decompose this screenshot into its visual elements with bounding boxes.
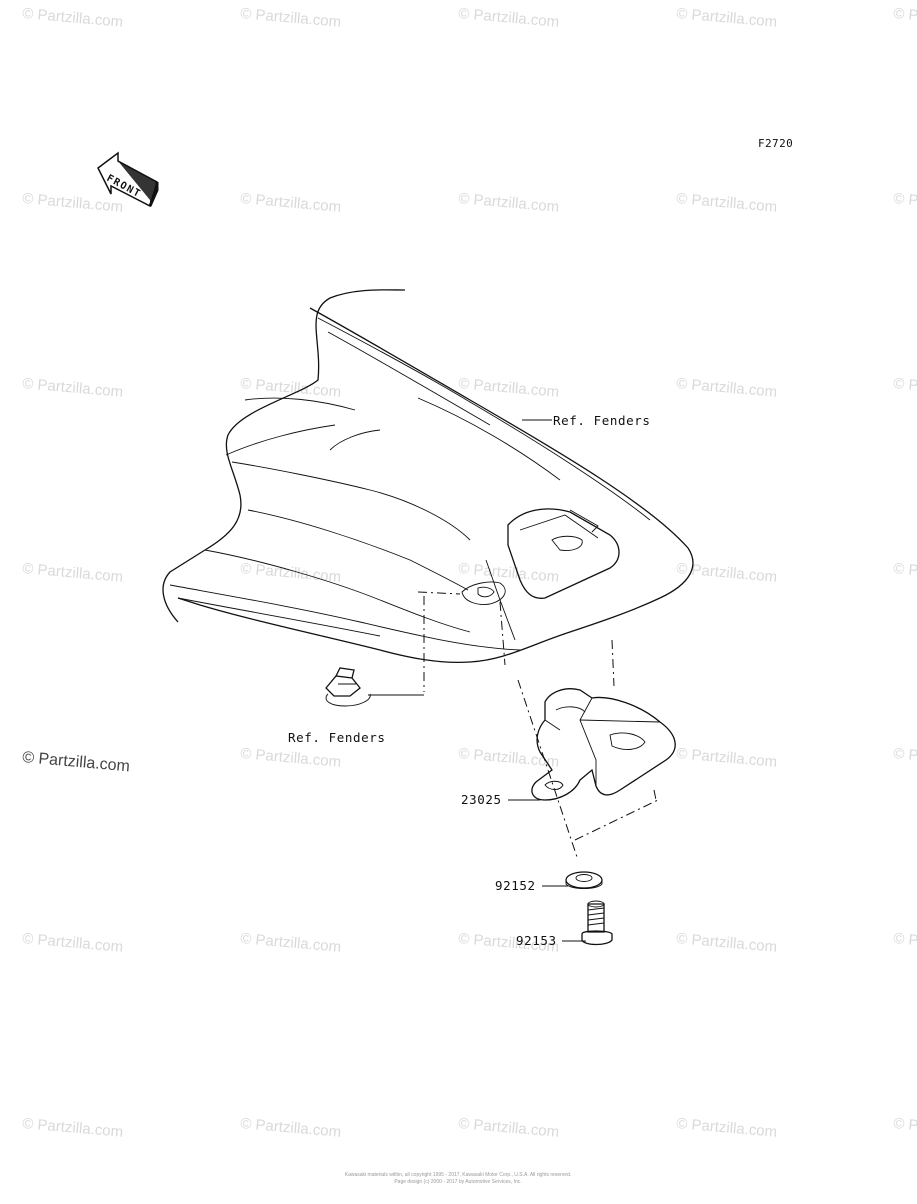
- partzilla-watermark: © Partzilla.com: [893, 190, 917, 216]
- partzilla-watermark: © Partzilla.com: [22, 560, 124, 586]
- partzilla-watermark: © Partzilla.com: [893, 1115, 917, 1141]
- callout-ref-fenders-left: Ref. Fenders: [288, 730, 386, 745]
- callout-part-92153: 92153: [516, 933, 557, 948]
- watermark-layer: © Partzilla.com © Partzilla.com © Partzill…: [22, 5, 917, 1141]
- partzilla-watermark: © Partzilla.com: [22, 190, 124, 216]
- license-lamp-part: [531, 688, 676, 801]
- partzilla-watermark: © Partzilla.com: [893, 375, 917, 401]
- partzilla-watermark: © Partzilla.com: [676, 375, 778, 401]
- assembly-lines: [368, 591, 659, 861]
- partzilla-watermark: © Partzilla.com: [893, 560, 917, 586]
- callout-part-23025: 23025: [461, 792, 502, 807]
- partzilla-watermark: © Partzilla.com: [458, 1115, 560, 1141]
- partzilla-watermark: © Partzilla.com: [676, 5, 778, 31]
- partzilla-watermark: © Partzilla.com: [676, 190, 778, 216]
- partzilla-watermark: © Partzilla.com: [240, 190, 342, 216]
- rear-fender-illustration: [162, 289, 694, 664]
- partzilla-watermark-main: © Partzilla.com: [22, 749, 131, 775]
- partzilla-watermark: © Partzilla.com: [458, 375, 560, 401]
- partzilla-watermark: © Partzilla.com: [22, 1115, 124, 1141]
- partzilla-watermark: © Partzilla.com: [893, 745, 917, 771]
- callout-ref-fenders-top: Ref. Fenders: [553, 413, 651, 428]
- footer-page-design: Page design (c) 2000 - 2017 by Automotiv…: [394, 1179, 521, 1185]
- screw-part: [581, 900, 613, 946]
- callout-part-92152: 92152: [495, 878, 536, 893]
- partzilla-watermark: © Partzilla.com: [458, 560, 560, 586]
- partzilla-watermark: © Partzilla.com: [240, 1115, 342, 1141]
- partzilla-watermark: © Partzilla.com: [240, 375, 342, 401]
- partzilla-watermark: © Partzilla.com: [893, 930, 917, 956]
- partzilla-watermark: © Partzilla.com: [22, 375, 124, 401]
- figure-code: F2720: [758, 137, 793, 150]
- washer-part: [565, 871, 603, 889]
- partzilla-watermark: © Partzilla.com: [676, 930, 778, 956]
- partzilla-watermark: © Partzilla.com: [240, 745, 342, 771]
- clip-nut-part: [325, 667, 371, 707]
- partzilla-watermark: © Partzilla.com: [240, 930, 342, 956]
- leader-lines: [508, 419, 586, 942]
- partzilla-watermark: © Partzilla.com: [458, 190, 560, 216]
- partzilla-watermark: © Partzilla.com: [458, 5, 560, 31]
- partzilla-watermark: © Partzilla.com: [676, 745, 778, 771]
- partzilla-watermark: © Partzilla.com: [676, 1115, 778, 1141]
- partzilla-watermark: © Partzilla.com: [22, 930, 124, 956]
- partzilla-watermark: © Partzilla.com: [240, 5, 342, 31]
- partzilla-watermark: © Partzilla.com: [893, 5, 917, 31]
- partzilla-watermark: © Partzilla.com: [22, 5, 124, 31]
- partzilla-watermark: © Partzilla.com: [240, 560, 342, 586]
- footer-copyright: Kawasaki materials within, all copyright…: [345, 1172, 572, 1178]
